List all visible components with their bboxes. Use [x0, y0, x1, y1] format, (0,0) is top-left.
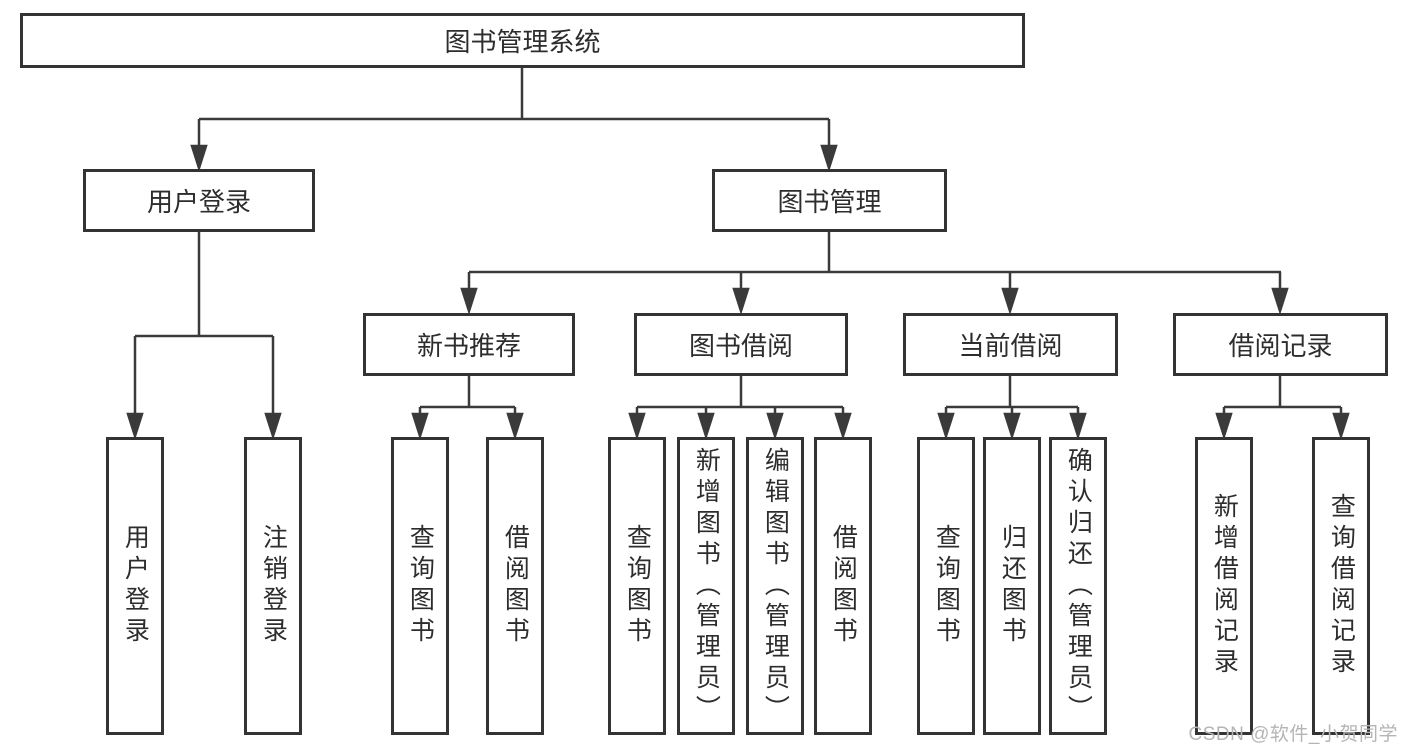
- connector-userlogin-to-leaves: [126, 232, 282, 441]
- connector-borrowing-to-leaves: [628, 376, 852, 441]
- connector-current-to-leaves: [937, 376, 1087, 441]
- leaf-edit-books-admin: 编辑图书（管理员）: [746, 437, 804, 735]
- leaf-label: 查询图书: [406, 524, 435, 648]
- leaf-query-books: 查询图书: [608, 437, 666, 735]
- connector-bookmgmt-to-level3: [460, 232, 1289, 316]
- leaf-user-login: 用户登录: [106, 437, 164, 735]
- connector-newbooks-to-leaves: [411, 376, 524, 441]
- node-current-borrowing: 当前借阅: [903, 313, 1118, 376]
- leaf-return-books: 归还图书: [983, 437, 1041, 735]
- node-book-management: 图书管理: [712, 169, 947, 232]
- leaf-label: 查询借阅记录: [1327, 493, 1356, 679]
- leaf-logout: 注销登录: [244, 437, 302, 735]
- connector-records-to-leaves: [1215, 376, 1350, 441]
- leaf-label: 编辑图书（管理员）: [761, 446, 790, 726]
- node-library-system: 图书管理系统: [20, 13, 1025, 68]
- leaf-label: 新增图书（管理员）: [692, 446, 721, 726]
- leaf-label: 注销登录: [259, 524, 288, 648]
- leaf-borrow-books: 借阅图书: [486, 437, 544, 735]
- node-book-borrowing: 图书借阅: [634, 313, 848, 376]
- node-borrow-records: 借阅记录: [1173, 313, 1388, 376]
- leaf-confirm-return-admin: 确认归还（管理员）: [1049, 437, 1107, 735]
- watermark: CSDN @软件_小贺同学: [1188, 724, 1398, 745]
- leaf-query-books: 查询图书: [391, 437, 449, 735]
- leaf-label: 新增借阅记录: [1210, 493, 1239, 679]
- leaf-add-borrow-record: 新增借阅记录: [1195, 437, 1253, 735]
- leaf-add-books-admin: 新增图书（管理员）: [677, 437, 735, 735]
- leaf-label: 查询图书: [623, 524, 652, 648]
- leaf-borrow-books: 借阅图书: [814, 437, 872, 735]
- leaf-label: 借阅图书: [829, 524, 858, 648]
- leaf-query-books: 查询图书: [917, 437, 975, 735]
- node-user-login: 用户登录: [83, 169, 315, 232]
- leaf-query-borrow-record: 查询借阅记录: [1312, 437, 1370, 735]
- leaf-label: 归还图书: [998, 524, 1027, 648]
- connector-root-to-level2: [190, 68, 838, 173]
- leaf-label: 借阅图书: [501, 524, 530, 648]
- leaf-label: 查询图书: [932, 524, 961, 648]
- leaf-label: 确认归还（管理员）: [1064, 446, 1093, 726]
- node-new-book-recommend: 新书推荐: [363, 313, 575, 376]
- leaf-label: 用户登录: [121, 524, 150, 648]
